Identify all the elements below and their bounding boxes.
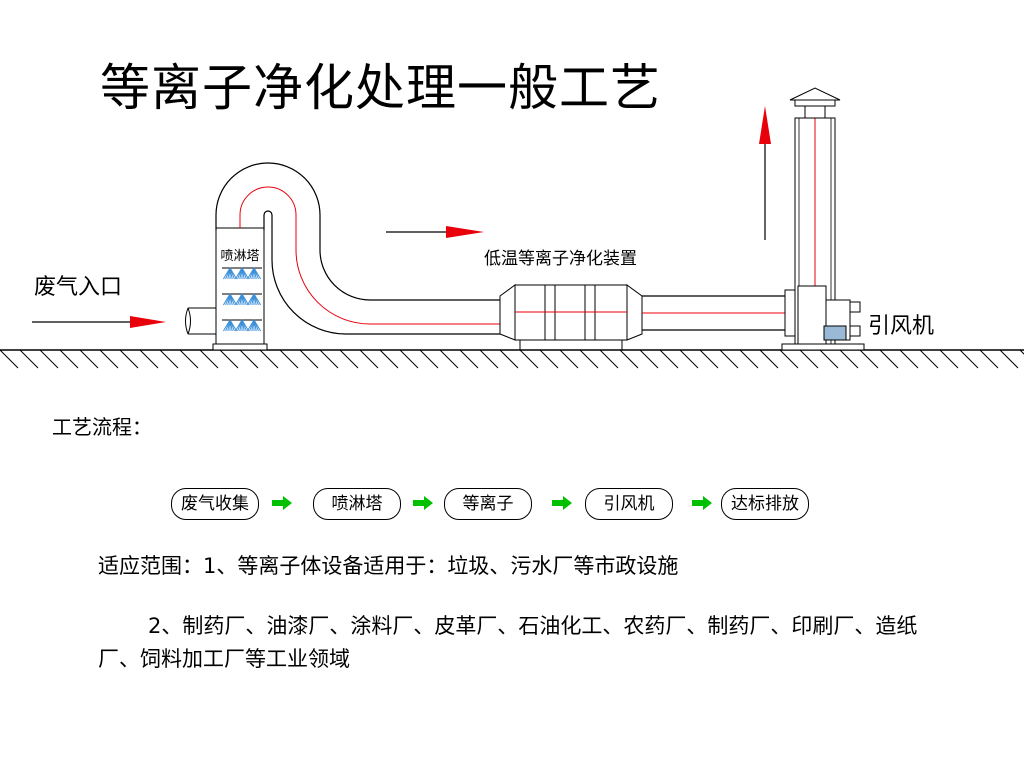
scope-line-2: 2、制药厂、油漆厂、涂料厂、皮革厂、石油化工、农药厂、制药厂、印刷厂、造纸厂、饲… xyxy=(98,614,918,671)
inlet-label: 废气入口 xyxy=(34,275,123,300)
step-arrow-icon xyxy=(552,496,572,510)
spray-stream xyxy=(241,319,250,332)
exhaust-flow-arrow xyxy=(759,106,771,240)
duct-flow-arrow xyxy=(386,226,484,238)
spray-stream xyxy=(241,293,250,306)
spray-stream xyxy=(253,293,262,306)
spray-stream xyxy=(229,293,238,306)
inlet-pipe xyxy=(185,307,216,335)
step-arrow-icon xyxy=(692,496,712,510)
fan-label: 引风机 xyxy=(868,314,935,339)
step-spray-tower: 喷淋塔 xyxy=(313,488,401,520)
induced-draft-fan xyxy=(797,285,861,345)
process-flow-label: 工艺流程： xyxy=(52,415,152,439)
plasma-device-label: 低温等离子净化装置 xyxy=(484,249,637,269)
step-compliant-discharge: 达标排放 xyxy=(721,488,809,520)
spray-stream xyxy=(253,319,262,332)
ground xyxy=(0,349,1024,369)
inlet-flow-arrow xyxy=(32,316,166,328)
scope-line-1: 适应范围：1、等离子体设备适用于：垃圾、污水厂等市政设施 xyxy=(98,554,679,578)
step-arrow-icon xyxy=(272,496,292,510)
step-waste-gas-collection: 废气收集 xyxy=(171,488,259,520)
step-induced-fan: 引风机 xyxy=(585,488,673,520)
page-title: 等离子净化处理一般工艺 xyxy=(100,59,661,117)
step-arrow-icon xyxy=(413,496,433,510)
spray-stream xyxy=(229,319,238,332)
outlet-pipe xyxy=(642,289,799,337)
spray-tower-label: 喷淋塔 xyxy=(220,249,260,264)
spray-stream xyxy=(241,267,250,280)
step-plasma: 等离子 xyxy=(444,488,532,520)
gooseneck-duct xyxy=(215,162,500,335)
spray-stream xyxy=(229,267,238,280)
plasma-device xyxy=(499,284,643,350)
flow-arrows xyxy=(32,106,771,328)
spray-stream xyxy=(253,267,262,280)
